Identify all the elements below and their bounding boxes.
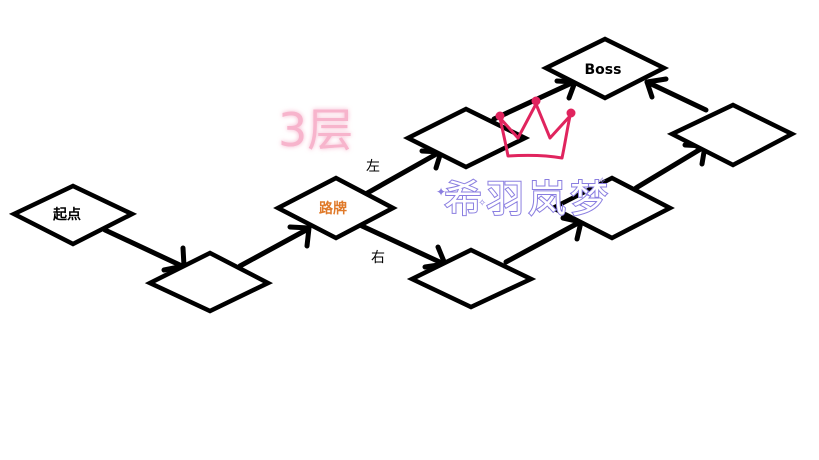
edge-n6-to-n7 bbox=[633, 142, 708, 191]
node-start: 起点 bbox=[8, 183, 138, 247]
watermark-text: 希羽岚梦 bbox=[444, 177, 612, 221]
edge-right-to-n6 bbox=[503, 215, 584, 265]
node-start-label: 起点 bbox=[52, 206, 81, 223]
node-boss: Boss bbox=[540, 36, 670, 101]
sparkle-icon: ✦ bbox=[436, 185, 446, 199]
node-signpost: 路牌 bbox=[273, 175, 398, 241]
floor-label: 3层 bbox=[278, 103, 353, 157]
edge-n2-to-signpost bbox=[237, 224, 312, 269]
sparkle-icon: ✧ bbox=[478, 198, 486, 209]
node-right bbox=[406, 247, 537, 310]
node-boss-label: Boss bbox=[585, 62, 622, 78]
node-n2 bbox=[144, 250, 274, 314]
node-left bbox=[402, 106, 531, 170]
crown-icon bbox=[495, 96, 576, 160]
sparkle-icon: ✧ bbox=[598, 176, 606, 187]
edge-label-right: 右 bbox=[371, 250, 385, 266]
node-n7 bbox=[666, 102, 797, 168]
edge-label-left: 左 bbox=[366, 159, 380, 175]
node-n6 bbox=[548, 175, 675, 241]
node-signpost-label: 路牌 bbox=[319, 200, 347, 217]
edge-n7-to-boss bbox=[644, 76, 709, 113]
edge-start-to-n2 bbox=[102, 227, 187, 273]
nodes: 起点 路牌 Boss bbox=[8, 36, 797, 314]
watermark: 希羽岚梦 ✦ ✧ ✧ bbox=[436, 176, 612, 222]
edges bbox=[102, 76, 709, 273]
